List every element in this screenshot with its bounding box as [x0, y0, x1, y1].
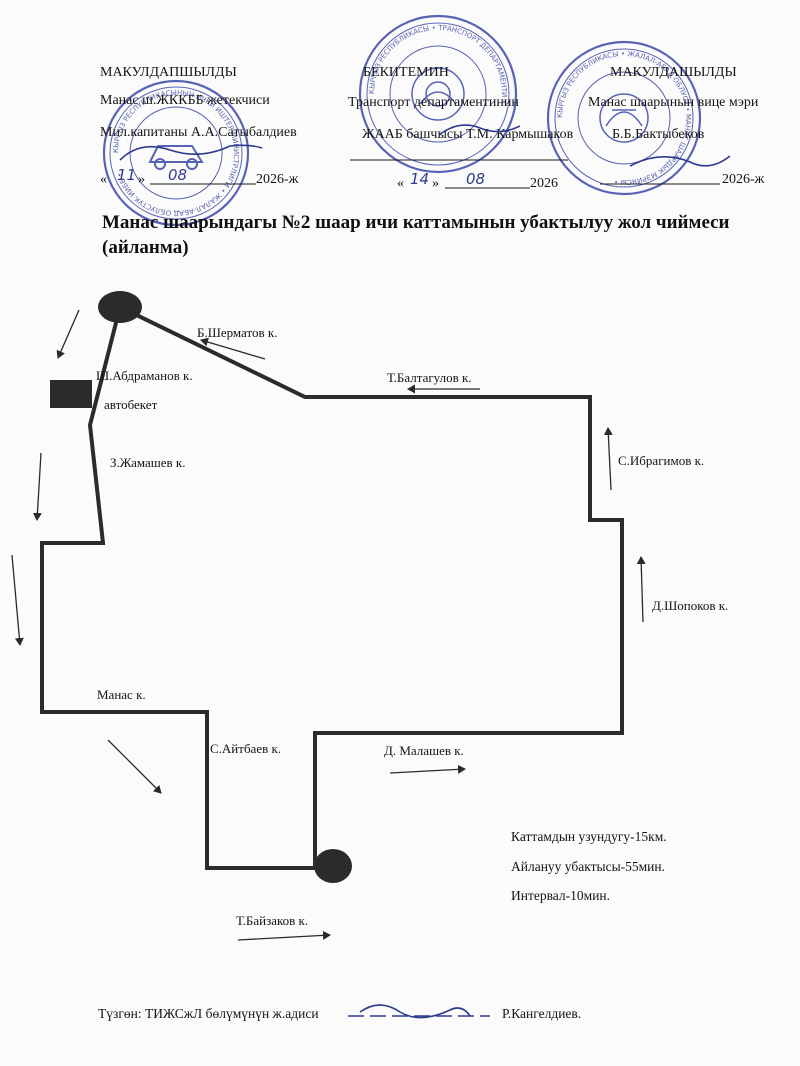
street-label-baizakov: Т.Байзаков к.: [236, 913, 308, 928]
approval-center-label: БЕКИТЕМИН: [363, 65, 449, 80]
approval-right-line1: Манас шаарынын вице мэри: [588, 95, 759, 110]
approval-left-line1: Манас ш.ЖККББ жетекчиси: [100, 93, 270, 108]
street-label-ibragimov: С.Ибрагимов к.: [618, 453, 704, 468]
direction-arrow-baizakov: [237, 930, 331, 941]
approval-center-date-year: 2026: [530, 176, 558, 191]
approval-center: БЕКИТЕМИН Транспорт департаментинин ЖААБ…: [348, 65, 574, 191]
approval-left-date-month: 08: [168, 166, 187, 184]
street-label-malashev: Д. Малашев к.: [384, 743, 464, 758]
approval-center-line1: Транспорт департаментинин: [348, 95, 519, 110]
approval-right-date-year: 2026-ж: [722, 172, 765, 187]
direction-arrow-manas: [107, 739, 162, 794]
approval-left-date-year: 2026-ж: [256, 172, 299, 187]
terminal-start-stop: [98, 291, 142, 323]
direction-arrow-jamashev: [32, 452, 42, 521]
approval-left-date-day: 11: [117, 166, 136, 184]
street-label-baltagulov: Т.Балтагулов к.: [387, 370, 472, 385]
street-label-shopokov: Д.Шопоков к.: [652, 598, 728, 613]
route-duration: Айлануу убактысы-55мин.: [511, 859, 665, 874]
street-label-jamashev: З.Жамашев к.: [110, 455, 186, 470]
terminal-end-stop: [314, 849, 352, 883]
approval-left: МАКУЛДАПШЫЛДЫ Манас ш.ЖККББ жетекчиси Ми…: [100, 65, 299, 187]
route-map: Б.Шерматов к. Ш.Абдраманов к. автобекет …: [11, 291, 728, 941]
bus-station-marker: [50, 380, 92, 408]
prepared-by: Түзгөн: ТИЖСжЛ бөлүмүнүн ж.адиси: [98, 1006, 319, 1021]
direction-arrow-malashev: [389, 764, 466, 774]
approval-left-label: МАКУЛДАПШЫЛДЫ: [100, 65, 237, 80]
emblem-icon: [411, 67, 465, 121]
approval-left-date-open: «: [100, 172, 107, 187]
approval-right-line2: Б.Б.Бактыбеков: [612, 127, 705, 142]
direction-arrow-west-side: [11, 554, 24, 646]
approval-center-date-month: 08: [466, 170, 485, 188]
street-label-manas: Манас к.: [97, 687, 146, 702]
car-icon: [148, 145, 204, 163]
document-title: Манас шаарындагы №2 шаар ичи каттамынын …: [102, 212, 730, 258]
route-interval: Интервал-10мин.: [511, 888, 610, 903]
street-label-abdramanov: Ш.Абдраманов к.: [96, 368, 193, 383]
signature-left: [119, 144, 263, 161]
route-info: Каттамдын узундугу-15км. Айлануу убактыс…: [511, 829, 667, 903]
bus-station-label: автобекет: [104, 397, 158, 412]
approval-left-line2: Мил.капитаны А.А.Сатыбалдиев: [100, 125, 297, 140]
approval-center-date-open: «: [397, 176, 404, 191]
footer: Түзгөн: ТИЖСжЛ бөлүмүнүн ж.адиси Р.Канге…: [98, 1004, 581, 1021]
signature-right: [629, 155, 731, 167]
title-line1: Манас шаарындагы №2 шаар ичи каттамынын …: [102, 212, 730, 233]
approval-center-date-day: 14: [410, 170, 429, 188]
signature-footer: [359, 1004, 471, 1019]
route-length: Каттамдын узундугу-15км.: [511, 829, 667, 844]
street-label-aitbaev: С.Айтбаев к.: [210, 741, 281, 756]
street-label-shermatov: Б.Шерматов к.: [197, 325, 277, 340]
direction-arrow-abdramanov: [56, 309, 80, 359]
approval-right-label: МАКУЛДАШЫЛДЫ: [610, 65, 737, 80]
direction-arrow-ibragimov: [603, 427, 613, 491]
direction-arrow-shopokov: [636, 556, 646, 623]
signature-center: [439, 124, 521, 135]
approval-right: МАКУЛДАШЫЛДЫ Манас шаарынын вице мэри Б.…: [588, 65, 765, 187]
approval-left-date-mid: »: [138, 172, 145, 187]
title-line2: (айланма): [102, 237, 189, 258]
approval-center-line2: ЖААБ башчысы Т.М. Кармышаков: [362, 127, 574, 142]
prepared-by-name: Р.Кангелдиев.: [502, 1006, 581, 1021]
emblem-icon: [599, 93, 649, 143]
approval-center-date-mid: »: [432, 176, 439, 191]
direction-arrow-shermatov: [200, 337, 266, 360]
